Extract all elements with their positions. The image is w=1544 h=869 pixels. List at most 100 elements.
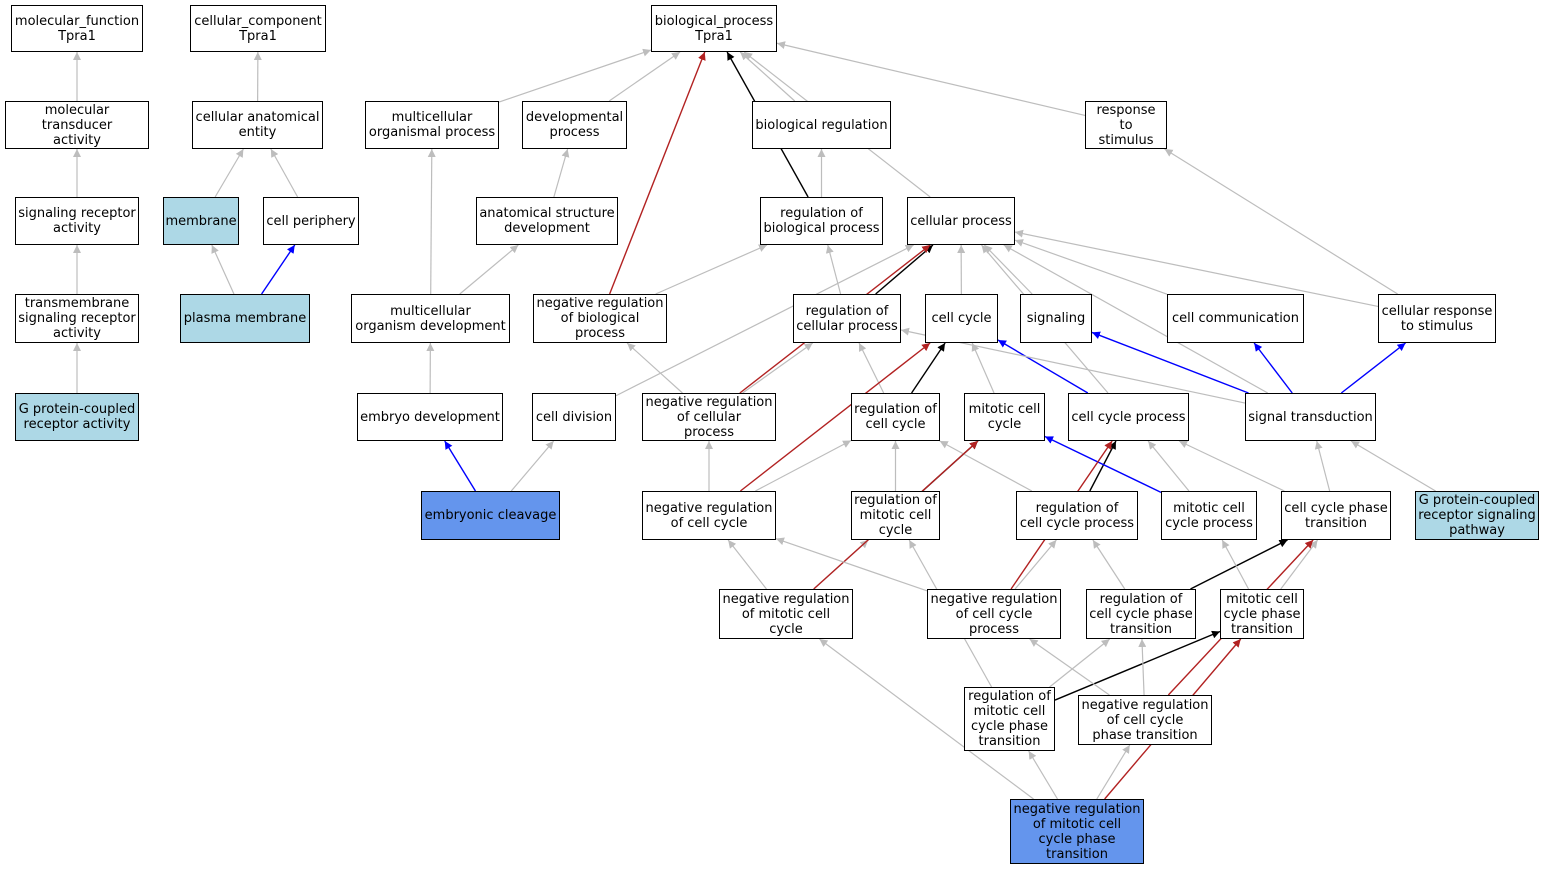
edge-is-a bbox=[459, 244, 519, 295]
node-anatomical-structure-development: anatomical structure development bbox=[476, 197, 618, 245]
node-membrane: membrane bbox=[163, 197, 239, 245]
node-molecular-function-root: molecular_function Tpra1 bbox=[11, 5, 143, 52]
node-cell-cycle: cell cycle bbox=[925, 294, 998, 343]
edge-is-a bbox=[939, 440, 1033, 492]
edge-is-a bbox=[1314, 440, 1331, 492]
edge-regulates bbox=[1054, 630, 1221, 701]
node-cellular-process: cellular process bbox=[907, 197, 1015, 245]
edge-part-of bbox=[1340, 342, 1406, 394]
node-negative-regulation-of-cell-cycle: negative regulation of cell cycle bbox=[642, 491, 776, 540]
node-multicellular-organismal-process: multicellular organismal process bbox=[365, 101, 499, 149]
node-cell-cycle-process: cell cycle process bbox=[1068, 393, 1189, 441]
edge-regulates bbox=[1190, 539, 1288, 590]
edge-is-a bbox=[1138, 638, 1147, 696]
node-multicellular-organism-development: multicellular organism development bbox=[351, 294, 510, 343]
edge-is-a bbox=[1164, 148, 1398, 295]
node-molecular-transducer-activity: molecular transducer activity bbox=[5, 101, 149, 149]
node-signaling-receptor-activity: signaling receptor activity bbox=[15, 197, 139, 245]
edge-is-a bbox=[1350, 440, 1436, 492]
edge-is-a bbox=[211, 244, 235, 295]
edge-part-of bbox=[444, 440, 477, 492]
edge-is-a bbox=[1049, 638, 1111, 688]
node-regulation-of-cell-cycle-process: regulation of cell cycle process bbox=[1016, 491, 1138, 540]
edge-is-a bbox=[1003, 244, 1268, 394]
edge-is-a bbox=[1096, 744, 1131, 800]
node-mitotic-cell-cycle: mitotic cell cycle bbox=[964, 393, 1045, 441]
edge-is-a bbox=[983, 244, 1033, 295]
edge-is-a bbox=[1014, 539, 1057, 590]
node-negative-regulation-of-mitotic-cell-cycle: negative regulation of mitotic cell cycl… bbox=[719, 589, 853, 639]
node-negative-regulation-of-cell-cycle-phase-transition: negative regulation of cell cycle phase … bbox=[1078, 695, 1212, 745]
node-mitotic-cell-cycle-phase-transition: mitotic cell cycle phase transition bbox=[1220, 589, 1304, 639]
node-cellular-component-root: cellular_component Tpra1 bbox=[190, 5, 326, 52]
node-cellular-anatomical-entity: cellular anatomical entity bbox=[192, 101, 323, 149]
edge-is-a bbox=[1147, 440, 1190, 492]
edge-is-a bbox=[655, 244, 768, 295]
edge-regulates bbox=[910, 342, 946, 394]
node-regulation-of-cell-cycle-phase-transition: regulation of cell cycle phase transitio… bbox=[1086, 589, 1196, 639]
node-g-protein-coupled-receptor-activity: G protein-coupled receptor activity bbox=[15, 393, 139, 441]
edge-part-of bbox=[997, 339, 1089, 394]
edge-is-a bbox=[510, 440, 555, 492]
edge-is-a bbox=[727, 539, 767, 590]
node-regulation-of-mitotic-cell-cycle: regulation of mitotic cell cycle bbox=[851, 491, 940, 540]
edge-is-a bbox=[1178, 440, 1285, 492]
node-mitotic-cell-cycle-process: mitotic cell cycle process bbox=[1161, 491, 1257, 540]
edge-part-of bbox=[261, 244, 296, 295]
node-cell-periphery: cell periphery bbox=[263, 197, 359, 245]
edge-is-a bbox=[739, 51, 796, 102]
edge-is-a bbox=[1221, 539, 1250, 590]
edge-is-a bbox=[498, 48, 652, 103]
node-developmental-process: developmental process bbox=[522, 101, 627, 149]
edge-is-a bbox=[270, 148, 299, 198]
edge-is-a bbox=[819, 638, 1034, 800]
node-negative-regulation-of-mitotic-cell-cycle-phase-transition: negative regulation of mitotic cell cycl… bbox=[1010, 799, 1144, 864]
edge-is-a bbox=[825, 244, 842, 295]
edge-is-a bbox=[615, 244, 914, 397]
edge-is-a bbox=[776, 41, 1086, 116]
node-regulation-of-mitotic-cell-cycle-phase-transition: regulation of mitotic cell cycle phase t… bbox=[964, 687, 1055, 751]
edge-is-a bbox=[553, 148, 570, 198]
edge-is-a bbox=[755, 439, 852, 492]
edge-is-a bbox=[775, 537, 928, 592]
node-signal-transduction: signal transduction bbox=[1245, 393, 1376, 441]
node-embryo-development: embryo development bbox=[357, 393, 503, 441]
node-signaling: signaling bbox=[1020, 294, 1092, 343]
edge-part-of bbox=[1044, 435, 1162, 494]
edge-is-a bbox=[858, 342, 885, 394]
edge-is-a bbox=[427, 148, 436, 295]
edge-is-a bbox=[626, 342, 683, 394]
node-negative-regulation-of-cell-cycle-process: negative regulation of cell cycle proces… bbox=[927, 589, 1061, 639]
edge-negatively-regulates bbox=[608, 51, 706, 295]
node-embryonic-cleavage: embryonic cleavage bbox=[421, 491, 560, 540]
edge-is-a bbox=[1280, 539, 1319, 590]
node-response-to-stimulus: response to stimulus bbox=[1085, 101, 1167, 149]
node-transmembrane-signaling-receptor-activity: transmembrane signaling receptor activit… bbox=[15, 294, 139, 343]
edge-is-a bbox=[608, 51, 681, 102]
node-cellular-response-to-stimulus: cellular response to stimulus bbox=[1378, 294, 1496, 343]
edge-regulates bbox=[1089, 440, 1117, 492]
edge-regulates bbox=[875, 244, 934, 295]
edge-is-a bbox=[1014, 239, 1168, 295]
node-regulation-of-cell-cycle: regulation of cell cycle bbox=[851, 393, 940, 441]
node-regulation-of-biological-process: regulation of biological process bbox=[760, 197, 883, 245]
node-cell-division: cell division bbox=[532, 393, 616, 441]
edge-is-a bbox=[1029, 638, 1110, 696]
node-biological-process-root: biological_process Tpra1 bbox=[651, 5, 777, 52]
edge-is-a bbox=[971, 342, 995, 394]
node-cell-communication: cell communication bbox=[1167, 294, 1304, 343]
node-regulation-of-cellular-process: regulation of cellular process bbox=[793, 294, 901, 343]
node-cell-cycle-phase-transition: cell cycle phase transition bbox=[1281, 491, 1391, 540]
edge-is-a bbox=[742, 342, 814, 394]
edge-is-a bbox=[214, 148, 244, 198]
edge-negatively-regulates bbox=[739, 342, 931, 492]
edge-is-a bbox=[1028, 750, 1059, 800]
node-g-protein-coupled-receptor-signaling-pathway: G protein-coupled receptor signaling pat… bbox=[1415, 491, 1539, 540]
edge-part-of bbox=[1091, 331, 1249, 394]
node-negative-regulation-of-cellular-process: negative regulation of cellular process bbox=[642, 393, 776, 441]
edge-is-a bbox=[1014, 229, 1379, 308]
edge-part-of bbox=[1253, 342, 1293, 394]
node-biological-regulation: biological regulation bbox=[752, 101, 891, 149]
node-plasma-membrane: plasma membrane bbox=[180, 294, 310, 343]
